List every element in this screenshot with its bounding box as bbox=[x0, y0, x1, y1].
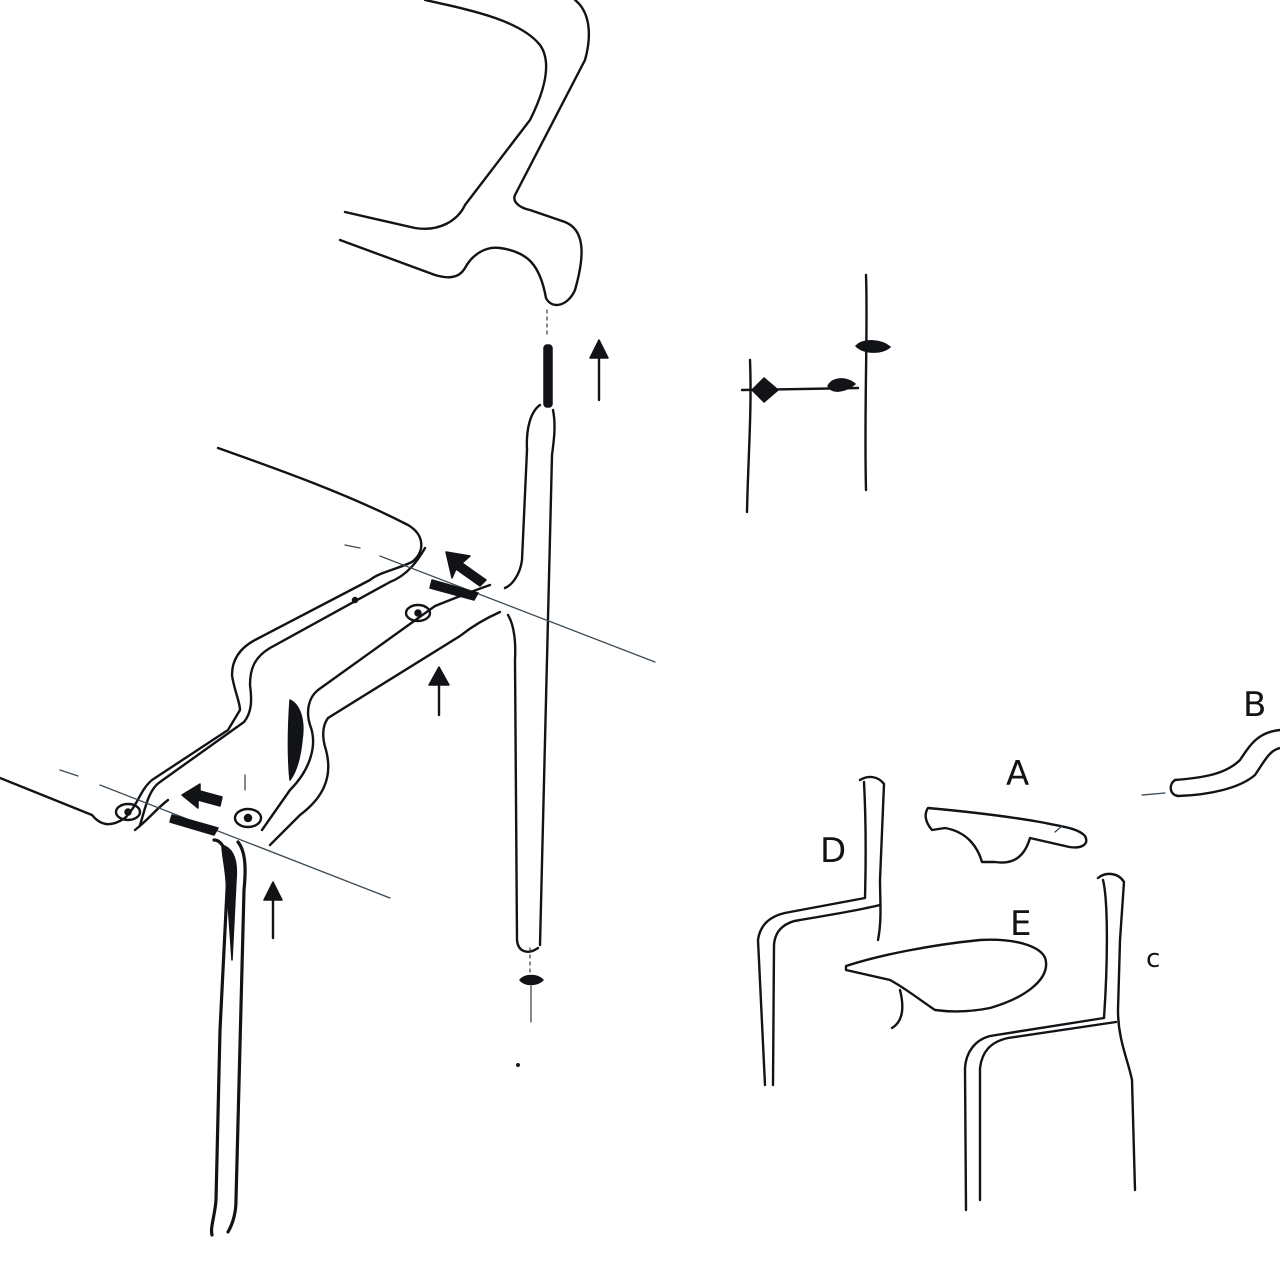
backrest-part bbox=[338, 0, 591, 307]
part-e: E bbox=[844, 904, 1048, 1030]
rear-leg bbox=[503, 403, 556, 1023]
arrow-up-icon bbox=[589, 339, 609, 402]
part-a: A bbox=[924, 754, 1088, 864]
label-e: E bbox=[1010, 904, 1031, 944]
alignment-guides bbox=[59, 544, 656, 899]
label-b: B bbox=[1243, 685, 1266, 725]
joint-detail bbox=[740, 273, 891, 514]
back-dowel bbox=[543, 309, 553, 408]
label-d: D bbox=[820, 831, 846, 871]
part-b: B bbox=[1141, 685, 1280, 798]
screw-hole-icon bbox=[114, 596, 432, 829]
label-a: A bbox=[1006, 754, 1029, 794]
part-c: c bbox=[963, 872, 1160, 1212]
part-d: D bbox=[756, 775, 886, 1087]
label-c: c bbox=[1146, 944, 1160, 974]
arrow-icon bbox=[169, 551, 487, 940]
front-rail bbox=[260, 583, 502, 847]
seat-panel bbox=[0, 446, 427, 832]
front-leg bbox=[209, 838, 247, 1237]
